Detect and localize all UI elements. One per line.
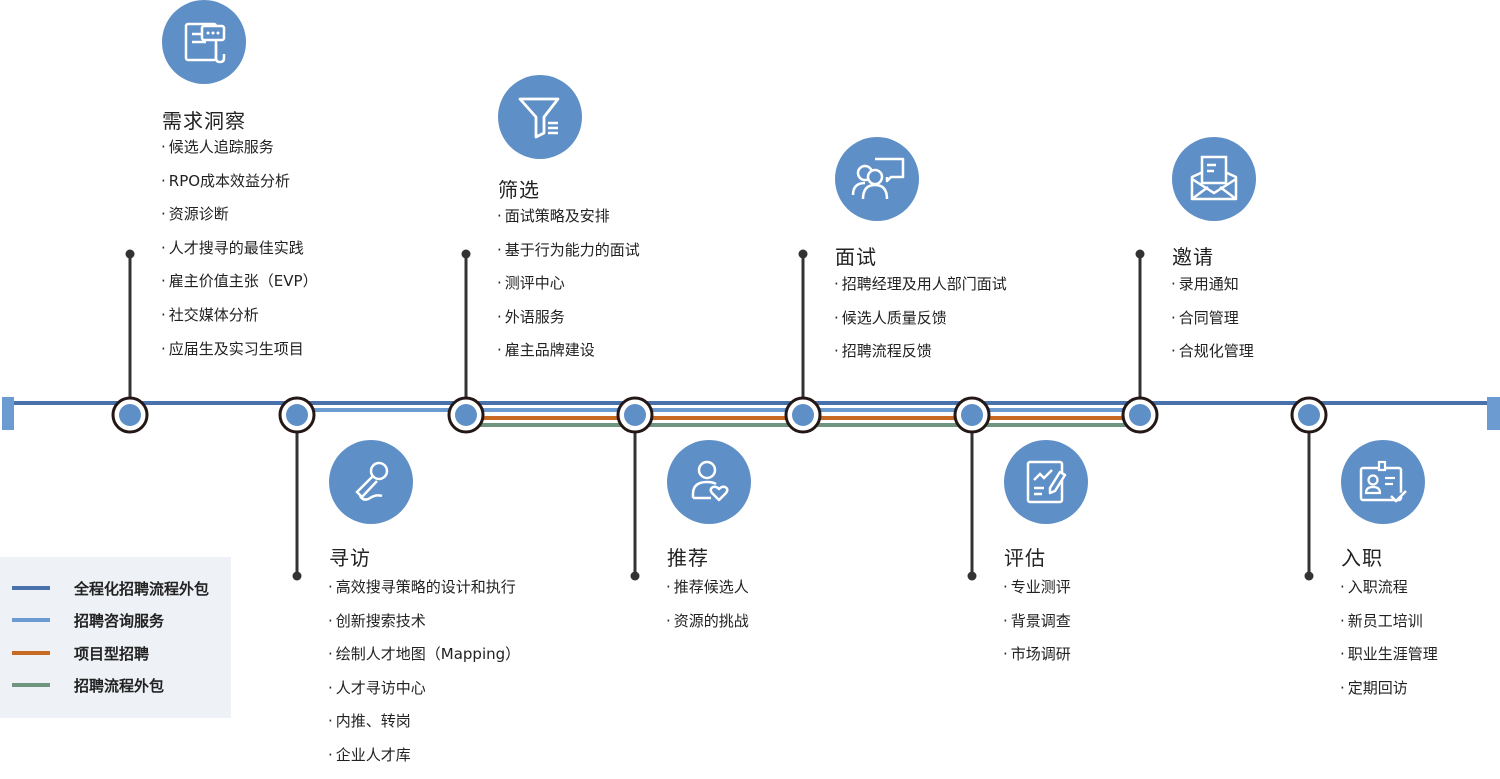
legend-label: 项目型招聘 bbox=[74, 644, 150, 663]
stage-item: 企业人才库 bbox=[328, 745, 520, 779]
stage-item: 候选人质量反馈 bbox=[834, 308, 1007, 342]
timeline-node-dot bbox=[624, 404, 646, 426]
stage-title: 入职 bbox=[1341, 546, 1383, 570]
timeline-end-cap bbox=[1487, 397, 1500, 430]
stage-item: 资源的挑战 bbox=[666, 611, 749, 645]
connector-dot bbox=[292, 571, 302, 581]
legend-item-consulting: 招聘咨询服务 bbox=[12, 610, 164, 630]
person-heart-icon bbox=[667, 440, 751, 524]
connector-dot bbox=[1135, 249, 1145, 259]
stage-item: 应届生及实习生项目 bbox=[161, 339, 318, 373]
legend-item-outsourcing: 招聘流程外包 bbox=[12, 675, 164, 695]
stage-item: 推荐候选人 bbox=[666, 577, 749, 611]
timeline-node-dot bbox=[455, 404, 477, 426]
legend-label: 招聘流程外包 bbox=[74, 676, 165, 695]
stage-item: 市场调研 bbox=[1003, 644, 1071, 678]
stage-item: 高效搜寻策略的设计和执行 bbox=[328, 577, 520, 611]
connector-dot bbox=[461, 249, 471, 259]
stage-title: 推荐 bbox=[667, 546, 709, 570]
id-badge-check-icon bbox=[1341, 440, 1425, 524]
envelope-letter-icon bbox=[1172, 137, 1256, 221]
timeline-node-dot bbox=[1298, 404, 1320, 426]
stage-items: 招聘经理及用人部门面试候选人质量反馈招聘流程反馈 bbox=[834, 274, 1007, 375]
stage-item: 内推、转岗 bbox=[328, 711, 520, 745]
stage-title: 寻访 bbox=[329, 546, 371, 570]
stage-item: 面试策略及安排 bbox=[497, 206, 640, 240]
legend-item-project: 项目型招聘 bbox=[12, 643, 149, 663]
stage-item: 职业生涯管理 bbox=[1340, 644, 1438, 678]
people-chat-icon bbox=[835, 137, 919, 221]
stage-item: 招聘流程反馈 bbox=[834, 341, 1007, 375]
stage-item: 人才搜寻的最佳实践 bbox=[161, 238, 318, 272]
stage-item: 测评中心 bbox=[497, 273, 640, 307]
stage-title: 邀请 bbox=[1172, 245, 1214, 269]
stage-item: 合同管理 bbox=[1171, 308, 1254, 342]
stage-item: RPO成本效益分析 bbox=[161, 171, 318, 205]
connector-dot bbox=[967, 571, 977, 581]
chart-edit-icon bbox=[1004, 440, 1088, 524]
stage-item: 外语服务 bbox=[497, 307, 640, 341]
legend-label: 招聘咨询服务 bbox=[74, 611, 165, 630]
stage-item: 雇主价值主张（EVP） bbox=[161, 271, 318, 305]
stage-title: 筛选 bbox=[498, 178, 540, 202]
stage-item: 资源诊断 bbox=[161, 204, 318, 238]
legend-label: 全程化招聘流程外包 bbox=[74, 579, 210, 598]
stage-items: 入职流程新员工培训职业生涯管理定期回访 bbox=[1340, 577, 1438, 711]
legend-swatch bbox=[12, 618, 50, 622]
stage-item: 录用通知 bbox=[1171, 274, 1254, 308]
connector-dot bbox=[630, 571, 640, 581]
stage-item: 新员工培训 bbox=[1340, 611, 1438, 645]
connector-dot bbox=[1304, 571, 1314, 581]
legend-swatch bbox=[12, 586, 50, 590]
timeline-node-dot bbox=[792, 404, 814, 426]
connector-dot bbox=[125, 249, 135, 259]
stage-title: 面试 bbox=[835, 245, 877, 269]
connector-dot bbox=[798, 249, 808, 259]
stage-item: 创新搜索技术 bbox=[328, 611, 520, 645]
legend-swatch bbox=[12, 683, 50, 687]
timeline-node-dot bbox=[119, 404, 141, 426]
timeline-node-dot bbox=[961, 404, 983, 426]
legend: 全程化招聘流程外包 招聘咨询服务 项目型招聘 招聘流程外包 bbox=[0, 557, 231, 718]
stage-title: 需求洞察 bbox=[162, 109, 246, 133]
stage-item: 社交媒体分析 bbox=[161, 305, 318, 339]
stage-item: 绘制人才地图（Mapping） bbox=[328, 644, 520, 678]
stage-items: 面试策略及安排基于行为能力的面试测评中心外语服务雇主品牌建设 bbox=[497, 206, 640, 374]
stage-item: 雇主品牌建设 bbox=[497, 340, 640, 374]
stage-item: 定期回访 bbox=[1340, 678, 1438, 712]
filter-icon bbox=[498, 75, 582, 159]
stage-items: 高效搜寻策略的设计和执行创新搜索技术绘制人才地图（Mapping）人才寻访中心内… bbox=[328, 577, 520, 779]
stage-item: 背景调查 bbox=[1003, 611, 1071, 645]
stage-items: 推荐候选人资源的挑战 bbox=[666, 577, 749, 644]
stage-items: 候选人追踪服务RPO成本效益分析资源诊断人才搜寻的最佳实践雇主价值主张（EVP）… bbox=[161, 137, 318, 372]
stage-item: 专业测评 bbox=[1003, 577, 1071, 611]
stage-items: 录用通知合同管理合规化管理 bbox=[1171, 274, 1254, 375]
microphone-icon bbox=[329, 440, 413, 524]
stage-item: 入职流程 bbox=[1340, 577, 1438, 611]
legend-swatch bbox=[12, 651, 50, 655]
timeline-start-cap bbox=[2, 397, 14, 430]
stage-title: 评估 bbox=[1004, 546, 1046, 570]
timeline-node-dot bbox=[286, 404, 308, 426]
stage-items: 专业测评背景调查市场调研 bbox=[1003, 577, 1071, 678]
legend-item-full-rpo: 全程化招聘流程外包 bbox=[12, 578, 209, 598]
stage-item: 招聘经理及用人部门面试 bbox=[834, 274, 1007, 308]
stage-item: 基于行为能力的面试 bbox=[497, 240, 640, 274]
stage-item: 合规化管理 bbox=[1171, 341, 1254, 375]
timeline-node-dot bbox=[1129, 404, 1151, 426]
stage-item: 人才寻访中心 bbox=[328, 678, 520, 712]
stage-item: 候选人追踪服务 bbox=[161, 137, 318, 171]
document-chat-icon bbox=[162, 0, 246, 84]
